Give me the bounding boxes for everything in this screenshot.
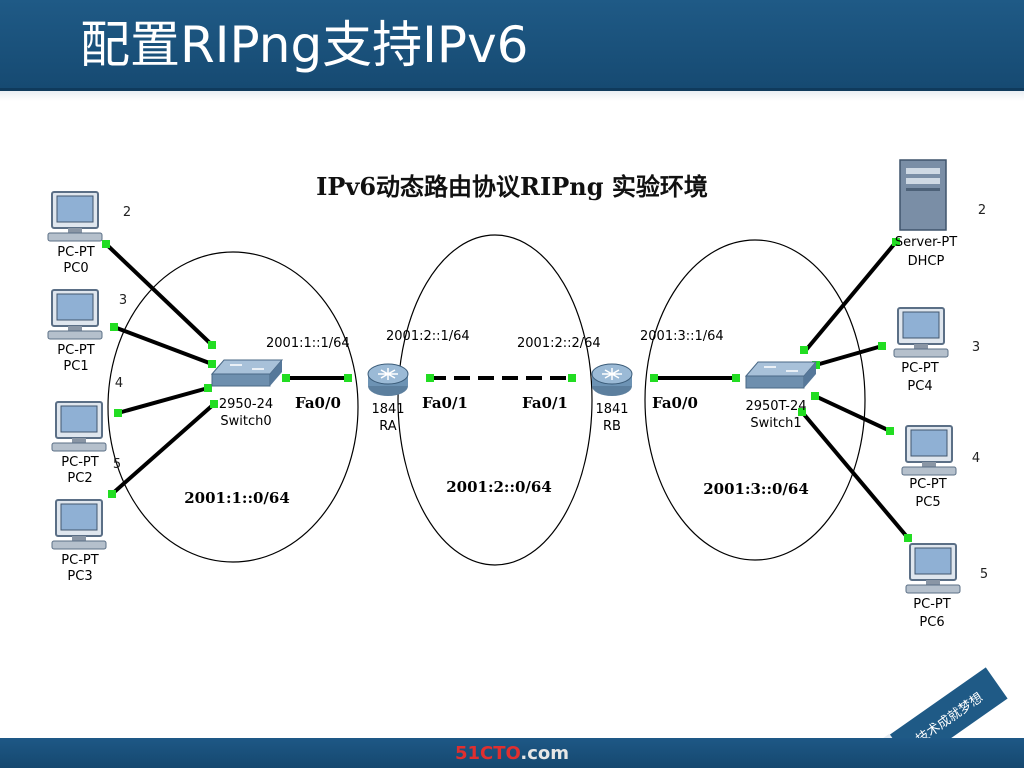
server-name: DHCP — [908, 254, 945, 269]
pc6-port: 5 — [980, 567, 988, 582]
router-icon — [367, 363, 409, 397]
ra-name: RA — [379, 419, 397, 434]
addr-ra-fa00: 2001:1::1/64 — [266, 336, 350, 351]
pc6-name: PC6 — [919, 615, 944, 630]
router-ra[interactable]: 1841 RA — [367, 363, 409, 434]
pc5-type: PC-PT — [909, 477, 946, 492]
left-links — [104, 242, 350, 496]
footer-brand: 51CTO — [454, 743, 521, 764]
addr-rb-fa00: 2001:3::1/64 — [640, 329, 724, 344]
computer-icon — [901, 425, 957, 476]
pc4-type: PC-PT — [901, 361, 938, 376]
pc1-name: PC1 — [63, 359, 88, 374]
router-rb[interactable]: 1841 RB — [591, 363, 633, 434]
port-ra-fa00: Fa0/0 — [295, 394, 341, 412]
addr-rb-fa01: 2001:2::2/64 — [517, 336, 601, 351]
brand-stamp: 技术成就梦想 — [877, 664, 1011, 738]
switch0[interactable]: 2950-24 Switch0 — [211, 359, 283, 429]
pc4[interactable]: PC-PT PC4 3 — [893, 307, 980, 394]
network-diagram: IPv6动态路由协议RIPng 实验环境 PC-PT — [47, 159, 1011, 738]
router-icon — [591, 363, 633, 397]
pc5-name: PC5 — [915, 495, 940, 510]
computer-icon — [51, 499, 107, 550]
switch1-model: 2950T-24 — [745, 399, 806, 414]
computer-icon — [51, 401, 107, 452]
server-type: Server-PT — [895, 235, 957, 250]
network-ellipse-1 — [107, 251, 359, 563]
server-dhcp[interactable]: Server-PT DHCP 2 — [895, 159, 986, 269]
pc2-port: 4 — [115, 376, 123, 391]
computer-icon — [893, 307, 949, 358]
pc4-name: PC4 — [907, 379, 932, 394]
ra-model: 1841 — [371, 402, 404, 417]
switch0-model: 2950-24 — [219, 397, 273, 412]
pc1[interactable]: PC-PT PC1 3 — [47, 289, 127, 374]
port-ra-fa01: Fa0/1 — [422, 394, 468, 412]
title-bar: 配置RIPng支持IPv6 — [0, 0, 1024, 91]
switch-icon — [745, 361, 817, 389]
switch0-name: Switch0 — [220, 414, 271, 429]
switch1-name: Switch1 — [750, 416, 801, 431]
pc4-port: 3 — [972, 340, 980, 355]
network-ellipse-3 — [644, 239, 866, 561]
computer-icon — [47, 191, 103, 242]
pc0-name: PC0 — [63, 261, 88, 276]
pc3-type: PC-PT — [61, 553, 98, 568]
diagram-heading: IPv6动态路由协议RIPng 实验环境 — [316, 172, 708, 201]
switch-icon — [211, 359, 283, 387]
network-label-3: 2001:3::0/64 — [703, 480, 809, 498]
pc5-port: 4 — [972, 451, 980, 466]
pc2[interactable]: PC-PT PC2 4 — [51, 376, 123, 486]
server-icon — [899, 159, 947, 231]
pc6[interactable]: PC-PT PC6 5 — [905, 543, 988, 630]
addr-ra-fa01: 2001:2::1/64 — [386, 329, 470, 344]
pc2-name: PC2 — [67, 471, 92, 486]
pc0-port: 2 — [123, 205, 131, 220]
pc3-port: 5 — [113, 457, 121, 472]
pc0-type: PC-PT — [57, 245, 94, 260]
rb-name: RB — [603, 419, 621, 434]
pc3[interactable]: PC-PT PC3 5 — [51, 457, 121, 584]
pc1-port: 3 — [119, 293, 127, 308]
right-links — [654, 240, 910, 540]
slide-title: 配置RIPng支持IPv6 — [80, 16, 529, 74]
pc1-type: PC-PT — [57, 343, 94, 358]
computer-icon — [905, 543, 961, 594]
pc6-type: PC-PT — [913, 597, 950, 612]
rb-model: 1841 — [595, 402, 628, 417]
port-rb-fa00: Fa0/0 — [652, 394, 698, 412]
pc2-type: PC-PT — [61, 455, 98, 470]
network-label-1: 2001:1::0/64 — [184, 489, 290, 507]
footer-domain: .com — [520, 743, 570, 764]
server-port: 2 — [978, 203, 986, 218]
switch1[interactable]: 2950T-24 Switch1 — [745, 361, 817, 431]
title-underbar — [0, 91, 1024, 101]
pc5[interactable]: PC-PT PC5 4 — [901, 425, 980, 510]
network-label-2: 2001:2::0/64 — [446, 478, 552, 496]
computer-icon — [47, 289, 103, 340]
pc3-name: PC3 — [67, 569, 92, 584]
link-indicators — [102, 238, 912, 542]
pc0[interactable]: PC-PT PC0 2 — [47, 191, 131, 276]
network-ellipse-2 — [397, 234, 593, 566]
footer-bar — [0, 738, 1024, 768]
port-rb-fa01: Fa0/1 — [522, 394, 568, 412]
footer-logo: 51CTO.com — [0, 738, 1024, 768]
